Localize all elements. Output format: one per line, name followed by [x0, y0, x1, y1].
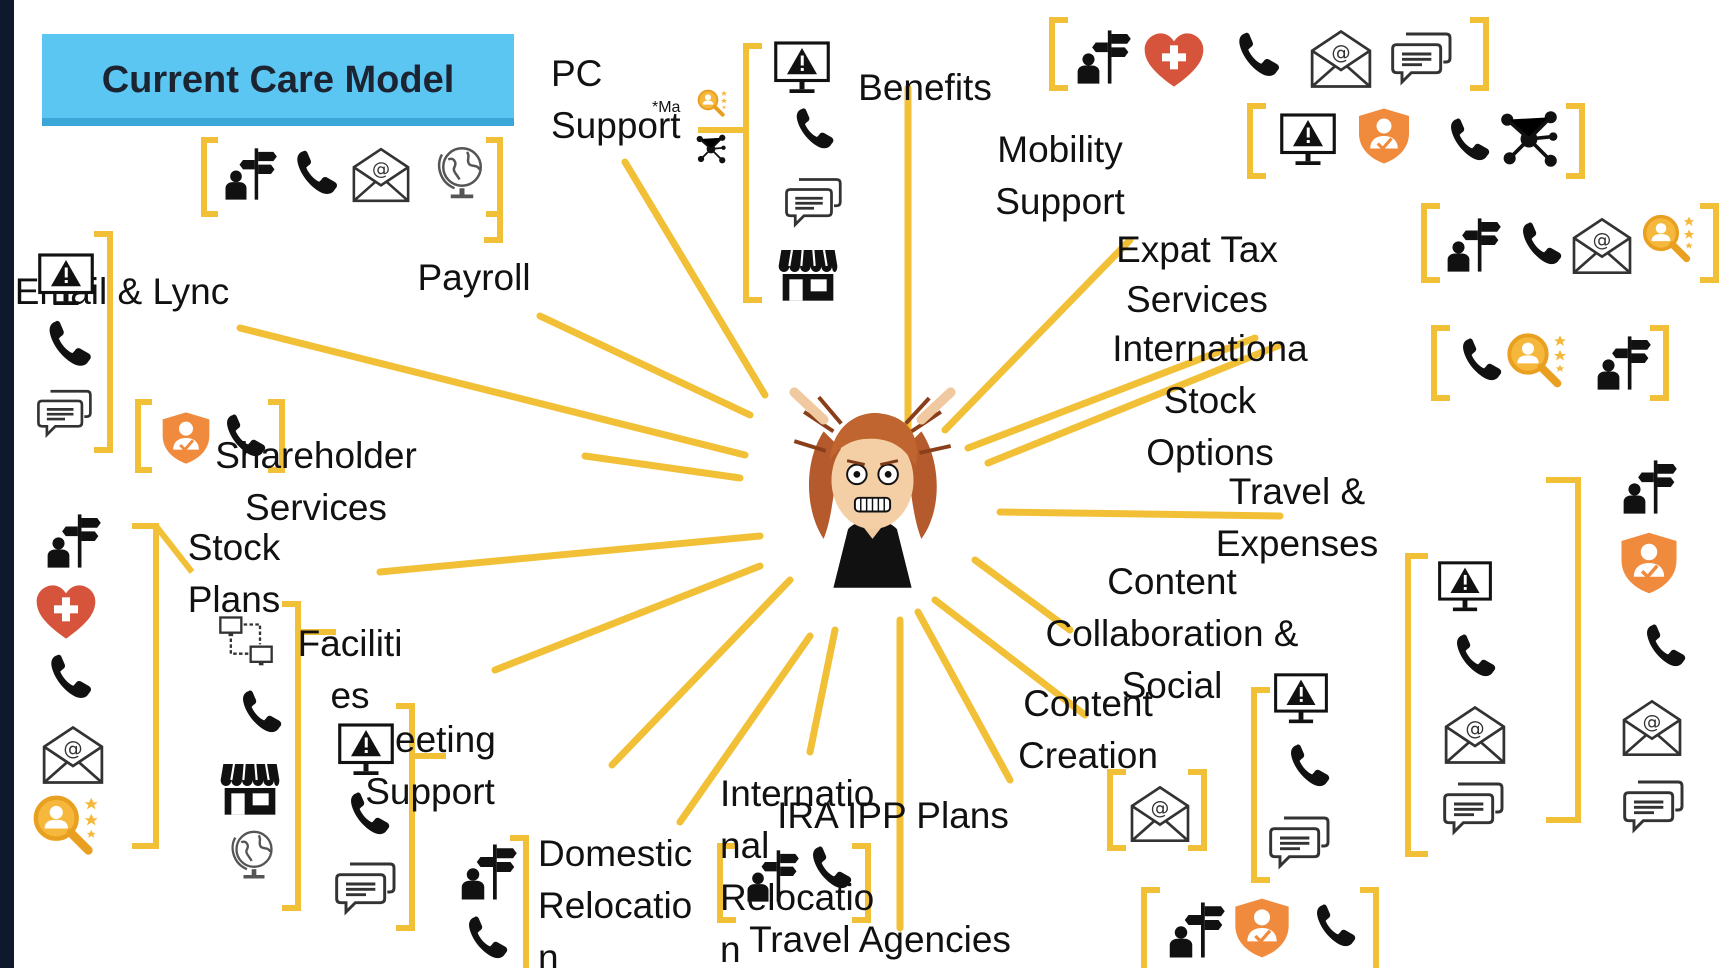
label-intl-stock: Options — [1146, 432, 1274, 473]
label-facilities: es — [330, 675, 369, 716]
label-travel-expenses: Travel & — [1229, 471, 1366, 512]
label-travel-expenses: Expenses — [1216, 523, 1379, 564]
title-box — [42, 34, 514, 126]
spoke-ira — [914, 608, 1014, 784]
spoke-intl-relocation — [806, 626, 839, 756]
label-mobility-support: Mobility — [997, 129, 1123, 170]
spoke-facilities — [491, 562, 764, 674]
label-intl-relocation: nal — [720, 825, 769, 866]
spoke-travel-expenses — [996, 508, 1284, 520]
label-shareholder: Shareholder — [215, 435, 417, 476]
label-travel-agencies: Travel Agencies — [749, 919, 1011, 960]
spoke-content-collab — [971, 556, 1074, 634]
spoke-expat-tax — [964, 334, 1259, 452]
label-stock-plans: Plans — [188, 579, 281, 620]
label-meeting-support: Support — [365, 771, 495, 812]
label-domestic-relocation: Domestic — [538, 833, 692, 874]
label-expat-tax: Expat Tax — [1116, 229, 1278, 270]
label-content-collab: Content — [1107, 561, 1237, 602]
annotation-text: *Ma — [652, 99, 681, 116]
label-content-creation: Content — [1023, 683, 1153, 724]
label-intl-relocation: Relocatio — [720, 877, 874, 918]
brackets — [94, 17, 1719, 968]
store-icon — [219, 762, 281, 816]
label-facilities: Faciliti — [298, 623, 403, 664]
label-intl-relocation: Internatio — [720, 773, 874, 814]
spoke-mobility — [941, 236, 1134, 434]
label-domestic-relocation: Relocatio — [538, 885, 692, 926]
spoke-shareholder — [581, 452, 744, 482]
spoke-stock-plans — [376, 532, 764, 576]
store-icon — [777, 248, 839, 302]
label-shareholder: Services — [245, 487, 387, 528]
label-mobility-support: Support — [995, 181, 1125, 222]
label-content-collab: Social — [1122, 665, 1223, 706]
spoke-meeting — [608, 576, 794, 769]
spoke-pc-support — [621, 158, 769, 399]
spoke-content-creation — [931, 596, 1089, 719]
spokes — [236, 84, 1284, 932]
label-pc-support: Support — [551, 105, 681, 146]
label-benefits: Benefits — [858, 67, 992, 108]
spoke-intl-stock — [984, 341, 1284, 467]
diagram-title: Current Care Model — [102, 59, 455, 101]
label-expat-tax: Services — [1126, 279, 1268, 320]
label-intl-relocation: n — [720, 929, 741, 968]
label-intl-stock: Stock — [1164, 380, 1257, 421]
label-pc-support: PC — [551, 53, 602, 94]
label-content-creation: Creation — [1018, 735, 1158, 776]
label-domestic-relocation: n — [538, 937, 559, 968]
spoke-payroll — [536, 312, 754, 419]
spoke-email-lync — [236, 324, 749, 459]
label-content-collab: Collaboration & — [1046, 613, 1299, 654]
label-intl-stock: Internationa — [1112, 328, 1308, 369]
label-payroll: Payroll — [417, 257, 530, 298]
spoke-domestic-relocation — [676, 632, 814, 826]
label-ira-ipp: IRA IPP Plans — [777, 795, 1009, 836]
label-stock-plans: Stock — [188, 527, 281, 568]
